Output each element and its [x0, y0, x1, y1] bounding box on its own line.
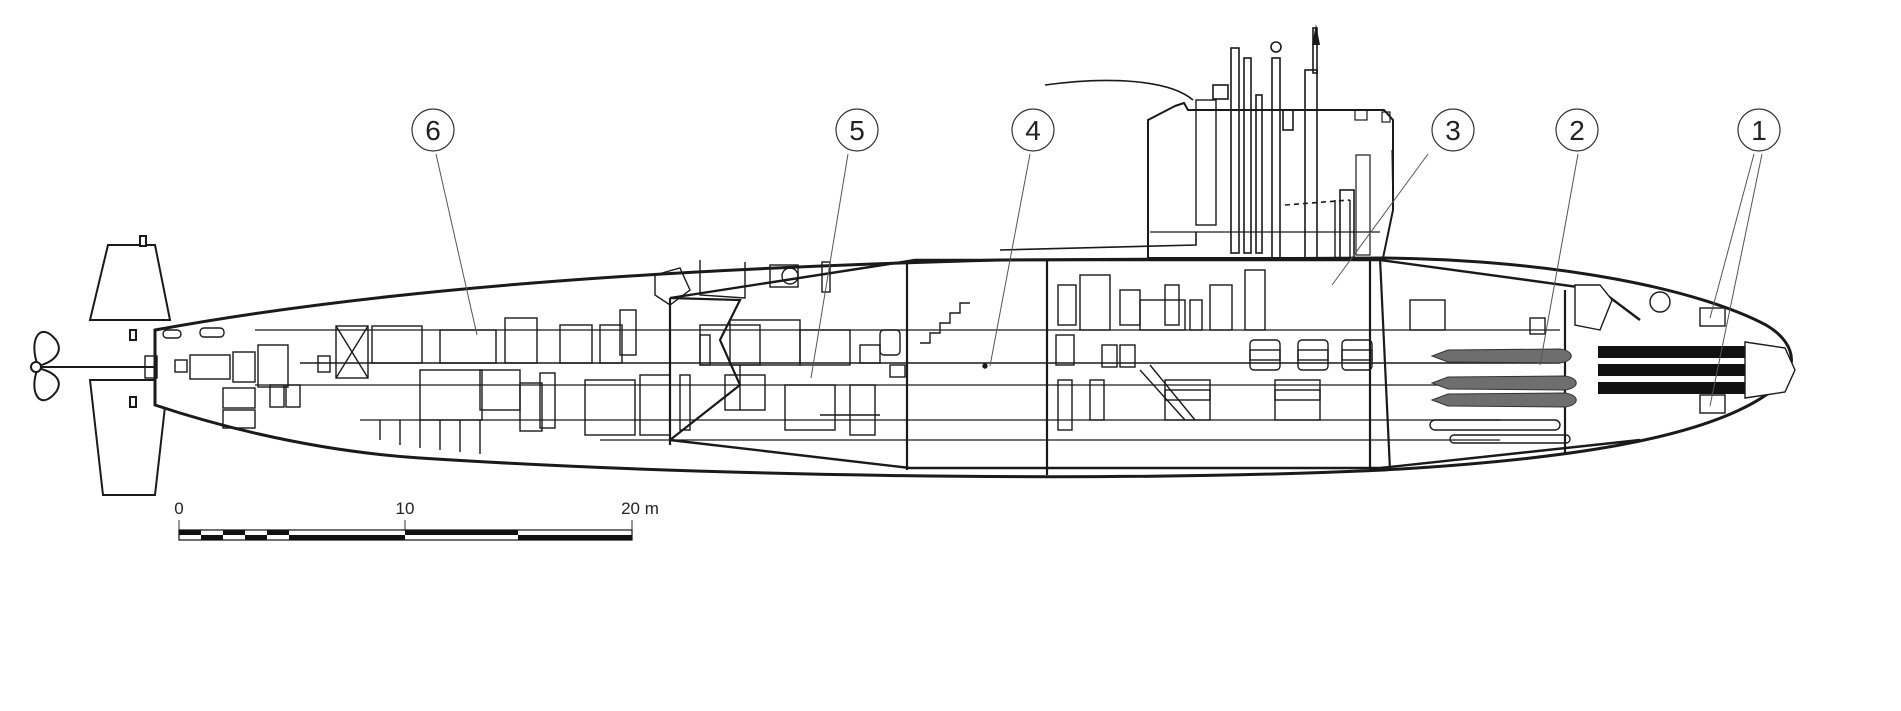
propeller-icon [30, 331, 160, 401]
scale-label-10: 10 [396, 499, 415, 518]
torpedo-tubes [1598, 291, 1796, 414]
callout-3: 3 [1431, 108, 1475, 152]
antenna-icon [1312, 24, 1320, 45]
callout-4-label: 4 [1025, 115, 1041, 146]
callout-2: 2 [1555, 108, 1599, 152]
bulkheads [153, 257, 1567, 475]
callout-3-label: 3 [1445, 115, 1461, 146]
torpedo-icon [1430, 348, 1577, 408]
leader-lines [435, 153, 1763, 407]
tail-fins [88, 235, 172, 496]
callout-1: 1 [1737, 108, 1781, 152]
sail [1044, 79, 1394, 259]
callout-4: 4 [1011, 108, 1055, 152]
callout-6-label: 6 [425, 115, 441, 146]
torpedo-room [1409, 284, 1613, 444]
callout-6: 6 [411, 108, 455, 152]
scale-label-0: 0 [174, 499, 183, 518]
callout-2-label: 2 [1569, 115, 1585, 146]
control-area [654, 260, 906, 436]
scale-bar: 0 10 20 m [174, 499, 659, 541]
scale-label-20: 20 m [621, 499, 659, 518]
central-compartment [920, 302, 988, 369]
forward-compartment [1055, 200, 1373, 431]
callout-1-label: 1 [1751, 115, 1767, 146]
callout-5: 5 [835, 108, 879, 152]
engine-room [144, 309, 671, 454]
callout-5-label: 5 [849, 115, 865, 146]
